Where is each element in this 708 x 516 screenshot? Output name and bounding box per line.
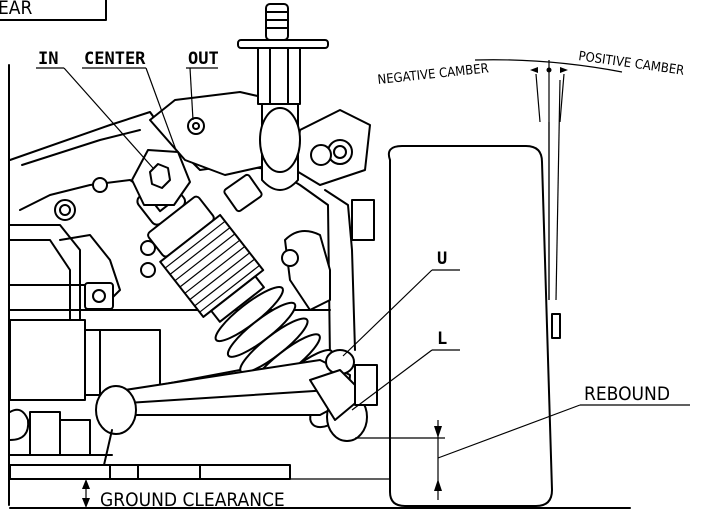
lower-suspension-arm (95, 349, 378, 442)
label-rebound: REBOUND (584, 383, 670, 405)
rebound-dimension (355, 404, 690, 500)
gearbox-block (9, 282, 331, 401)
ground-clearance-dimension (82, 479, 90, 508)
label-negative-camber: NEGATIVE CAMBER (377, 61, 490, 88)
shock-tower-bracket (149, 91, 371, 186)
inner-pivot-ball (95, 385, 137, 435)
camber-indicator (474, 59, 623, 301)
wheel-hub-nub (551, 313, 561, 339)
chassis-hole (140, 240, 156, 256)
label-in: IN (38, 49, 58, 69)
label-ground-clearance: GROUND CLEARANCE (100, 489, 285, 511)
chassis-hole (140, 262, 156, 278)
label-out: OUT (188, 49, 219, 69)
shock-top-mount (131, 149, 263, 213)
tire (387, 145, 561, 507)
lower-chassis (9, 408, 113, 466)
chassis-floor (9, 464, 438, 480)
ball-joint-leaders (342, 269, 460, 411)
adjust-position-leaders (36, 67, 218, 169)
chassis-hole (92, 177, 108, 193)
upper-suspension-arm (281, 189, 375, 351)
top-left-label: EAR (0, 0, 32, 19)
label-lower: L (437, 329, 447, 349)
top-post (237, 3, 329, 191)
label-positive-camber: POSITIVE CAMBER (577, 49, 685, 79)
label-upper: U (437, 249, 447, 269)
label-center: CENTER (84, 49, 146, 69)
top-left-label-box: EAR (0, 0, 107, 21)
